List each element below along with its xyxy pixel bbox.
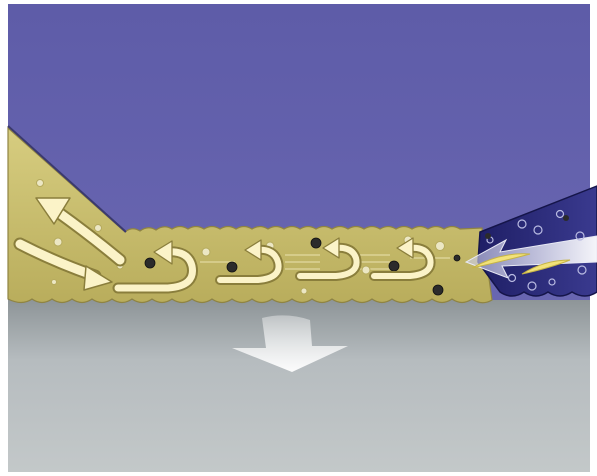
diagram-canvas [0,0,597,476]
diagram-svg [0,0,597,476]
